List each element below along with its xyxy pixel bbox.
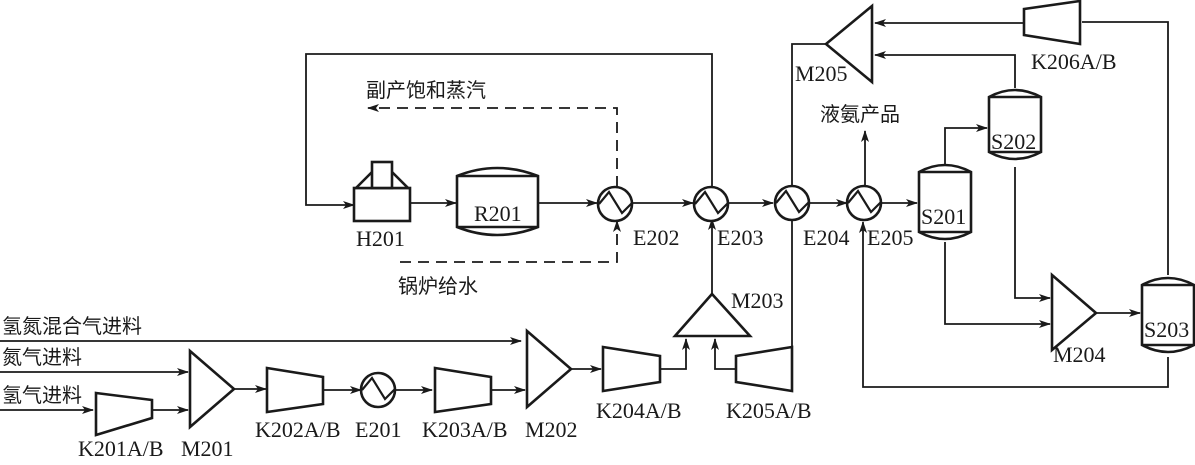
pipe-s202-m205 <box>874 51 1016 88</box>
label-e205: E205 <box>867 225 913 250</box>
compressor-icon <box>265 366 325 414</box>
label-m204: M204 <box>1053 342 1106 367</box>
heat-exchanger-icon <box>773 184 811 222</box>
label-m203: M203 <box>731 288 784 313</box>
pipe-e203-h201-recycle <box>305 53 713 209</box>
heat-exchanger-icon <box>359 371 397 409</box>
heat-exchanger-coil <box>847 189 882 214</box>
compressor-icon <box>94 391 154 437</box>
label-k202: K202A/B <box>255 417 341 442</box>
compressor-icon <box>1022 0 1082 46</box>
label-e203: E203 <box>717 225 763 250</box>
label-h201: H201 <box>356 226 405 251</box>
stream-label-ammonia-product: 液氨产品 <box>820 102 900 126</box>
label-e201: E201 <box>355 417 401 442</box>
heat-exchanger-icon <box>692 185 730 223</box>
label-s202: S202 <box>991 129 1036 154</box>
mixer-icon <box>672 292 753 338</box>
label-k206: K206A/B <box>1031 49 1117 74</box>
pipe-s201-m204 <box>944 242 1051 328</box>
label-k204: K204A/B <box>596 398 682 423</box>
compressor-icon <box>734 345 794 393</box>
label-s203: S203 <box>1144 317 1189 342</box>
pipe-k205-m203 <box>711 338 736 370</box>
stream-label-hn-mixed-feed: 氢氮混合气进料 <box>2 314 142 338</box>
pipe-boiler-feedwater <box>400 220 621 263</box>
separator-vessel-icon <box>917 163 973 241</box>
heat-exchanger-coil <box>361 376 396 401</box>
label-e202: E202 <box>633 225 679 250</box>
pipe-steam <box>367 104 618 187</box>
heater-icon <box>352 160 412 223</box>
stream-label-boiler-feedwater: 锅炉给水 <box>398 274 478 298</box>
pipe-m205-e204 <box>791 43 826 186</box>
stream-label-steam: 副产饱和蒸汽 <box>366 78 486 102</box>
heat-exchanger-coil <box>598 190 633 215</box>
compressor-icon <box>433 366 493 414</box>
mixer-icon <box>1050 272 1099 353</box>
heat-exchanger-icon <box>845 184 883 222</box>
label-k205: K205A/B <box>726 398 812 423</box>
heat-exchanger-coil <box>775 189 810 214</box>
reactor-icon <box>455 166 540 237</box>
mixer-icon <box>525 328 573 410</box>
label-r201: R201 <box>474 201 522 226</box>
heat-exchanger-icon <box>596 185 634 223</box>
heat-exchanger-coil <box>694 190 729 215</box>
label-m202: M202 <box>525 417 578 442</box>
label-m201: M201 <box>181 436 234 461</box>
mixer-icon <box>823 3 874 85</box>
pipe-s201-s202 <box>944 124 988 164</box>
compressor-icon <box>601 345 662 393</box>
separator-vessel-icon <box>1140 276 1195 354</box>
pipe-k204-m203 <box>660 338 690 370</box>
mixer-icon <box>188 348 236 430</box>
label-e204: E204 <box>803 225 849 250</box>
separator-vessel-icon <box>987 88 1043 161</box>
label-k203: K203A/B <box>422 417 508 442</box>
label-m205: M205 <box>795 61 848 86</box>
stream-label-nitrogen-feed: 氮气进料 <box>2 345 82 369</box>
label-s201: S201 <box>921 204 966 229</box>
pipe-s203-k206 <box>1082 21 1169 275</box>
label-k201: K201A/B <box>78 436 164 461</box>
pipe-s202-m204 <box>1014 167 1051 302</box>
stream-label-hydrogen-feed: 氢气进料 <box>2 383 82 407</box>
pipe-s203-e205 <box>859 221 1169 388</box>
